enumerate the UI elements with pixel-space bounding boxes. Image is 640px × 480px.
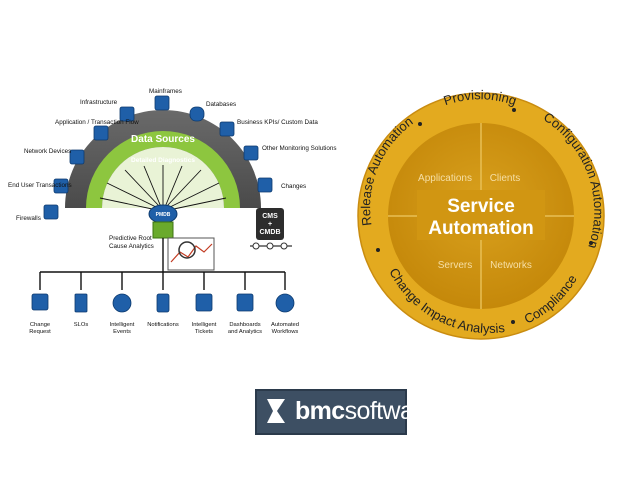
- bmc-software-logo: bmcsoftware: [255, 389, 435, 435]
- diagnostics-arc: [86, 131, 240, 208]
- slo-icon: [74, 293, 88, 313]
- source-label-infrastructure: Infrastructure: [80, 99, 118, 106]
- database-icon: [189, 106, 205, 122]
- source-label-end-user: End User Transactions: [8, 182, 72, 189]
- output-label-slos: SLOs: [74, 322, 89, 328]
- cmdb-node-3: [280, 242, 288, 250]
- output-label-workflows-1: Automated: [271, 322, 299, 328]
- quadrant-servers: Servers: [438, 260, 472, 271]
- output-label-change-1: Change: [30, 322, 50, 328]
- cmdb-label-3: CMDB: [260, 229, 281, 236]
- output-label-dashboards-1: Dashboards: [229, 322, 260, 328]
- dashboard-icon: [236, 293, 254, 312]
- cmdb-box: [256, 208, 284, 240]
- source-label-network: Network Devices: [24, 148, 71, 155]
- quadrant-networks: Networks: [490, 260, 532, 271]
- output-bus: [39, 238, 286, 290]
- pmdb-label: PMDB: [156, 212, 171, 218]
- firewall-icon: [43, 204, 59, 220]
- analytics-label-1: Predictive Root: [109, 235, 152, 242]
- source-label-kpis: Business KPIs/ Custom Data: [237, 119, 318, 126]
- quadrant-applications: Applications: [418, 173, 472, 184]
- network-device-icon: [69, 149, 85, 165]
- source-label-changes: Changes: [281, 183, 306, 190]
- data-sources-diagram: Data Sources Detailed Diagnostics: [8, 88, 337, 335]
- analytics-chart-line: [170, 243, 213, 263]
- change-request-icon: [31, 293, 49, 311]
- center-title-1: Service: [447, 196, 515, 217]
- workflow-icon: [275, 293, 295, 313]
- mainframe-icon: [154, 95, 170, 111]
- output-labels: Change Request SLOs Intelligent Events N…: [29, 322, 299, 335]
- source-label-application-text: Application / Transaction Flow: [55, 119, 139, 126]
- magnifier-icon: [178, 241, 196, 259]
- logo-text-bmc: bmc: [295, 397, 345, 425]
- end-user-icon: [53, 178, 69, 194]
- output-label-dashboards-2: and Analytics: [228, 329, 262, 335]
- output-label-notifications: Notifications: [147, 322, 179, 328]
- service-automation-diagram: Service Automation Applications Clients …: [357, 87, 606, 340]
- monitoring-icon: [243, 145, 259, 161]
- logo-text-software: software: [344, 397, 435, 425]
- source-label-mainframes: Mainframes: [149, 88, 182, 95]
- kpi-icon: [219, 121, 235, 137]
- convergence-arrows: [99, 165, 227, 211]
- output-label-events-2: Events: [113, 329, 131, 335]
- source-label-firewalls: Firewalls: [16, 215, 41, 222]
- output-label-tickets-1: Intelligent: [192, 322, 217, 328]
- output-label-events-1: Intelligent: [110, 322, 135, 328]
- application-flow-icon: [93, 125, 109, 141]
- infrastructure-icon: [119, 106, 135, 122]
- outer-ring-edge: [357, 92, 605, 340]
- cmdb-node-1: [252, 242, 260, 250]
- quadrant-clients: Clients: [490, 173, 521, 184]
- events-icon: [112, 293, 132, 313]
- source-label-databases: Databases: [206, 101, 236, 108]
- tickets-icon: [195, 293, 213, 312]
- output-label-workflows-2: Workflows: [272, 329, 299, 335]
- center-title-2: Automation: [428, 218, 534, 239]
- notifications-icon: [156, 293, 170, 313]
- source-label-monitoring: Other Monitoring Solutions: [262, 145, 337, 152]
- changes-icon: [257, 177, 273, 193]
- logo-wordmark: bmcsoftware: [295, 397, 435, 426]
- data-sources-arc: [65, 110, 261, 208]
- output-label-change-2: Request: [29, 329, 51, 335]
- cmdb-label-1: CMS: [262, 213, 278, 220]
- cmdb-label-2: +: [268, 221, 272, 228]
- cmdb-node-2: [266, 242, 274, 250]
- analytics-label-2: Cause Analytics: [109, 243, 154, 250]
- arc-subtitle: Detailed Diagnostics: [131, 157, 195, 164]
- source-icons: [43, 95, 273, 220]
- hub-stack: [152, 221, 174, 239]
- output-label-tickets-2: Tickets: [195, 329, 213, 335]
- source-label-application: Application / Transaction Flow: [55, 119, 139, 126]
- arc-title: Data Sources: [131, 134, 195, 145]
- bmc-logo-mark: [267, 399, 285, 423]
- ring-separator-dots: [376, 108, 593, 324]
- output-icons: [31, 293, 295, 313]
- center-plate: [417, 190, 545, 240]
